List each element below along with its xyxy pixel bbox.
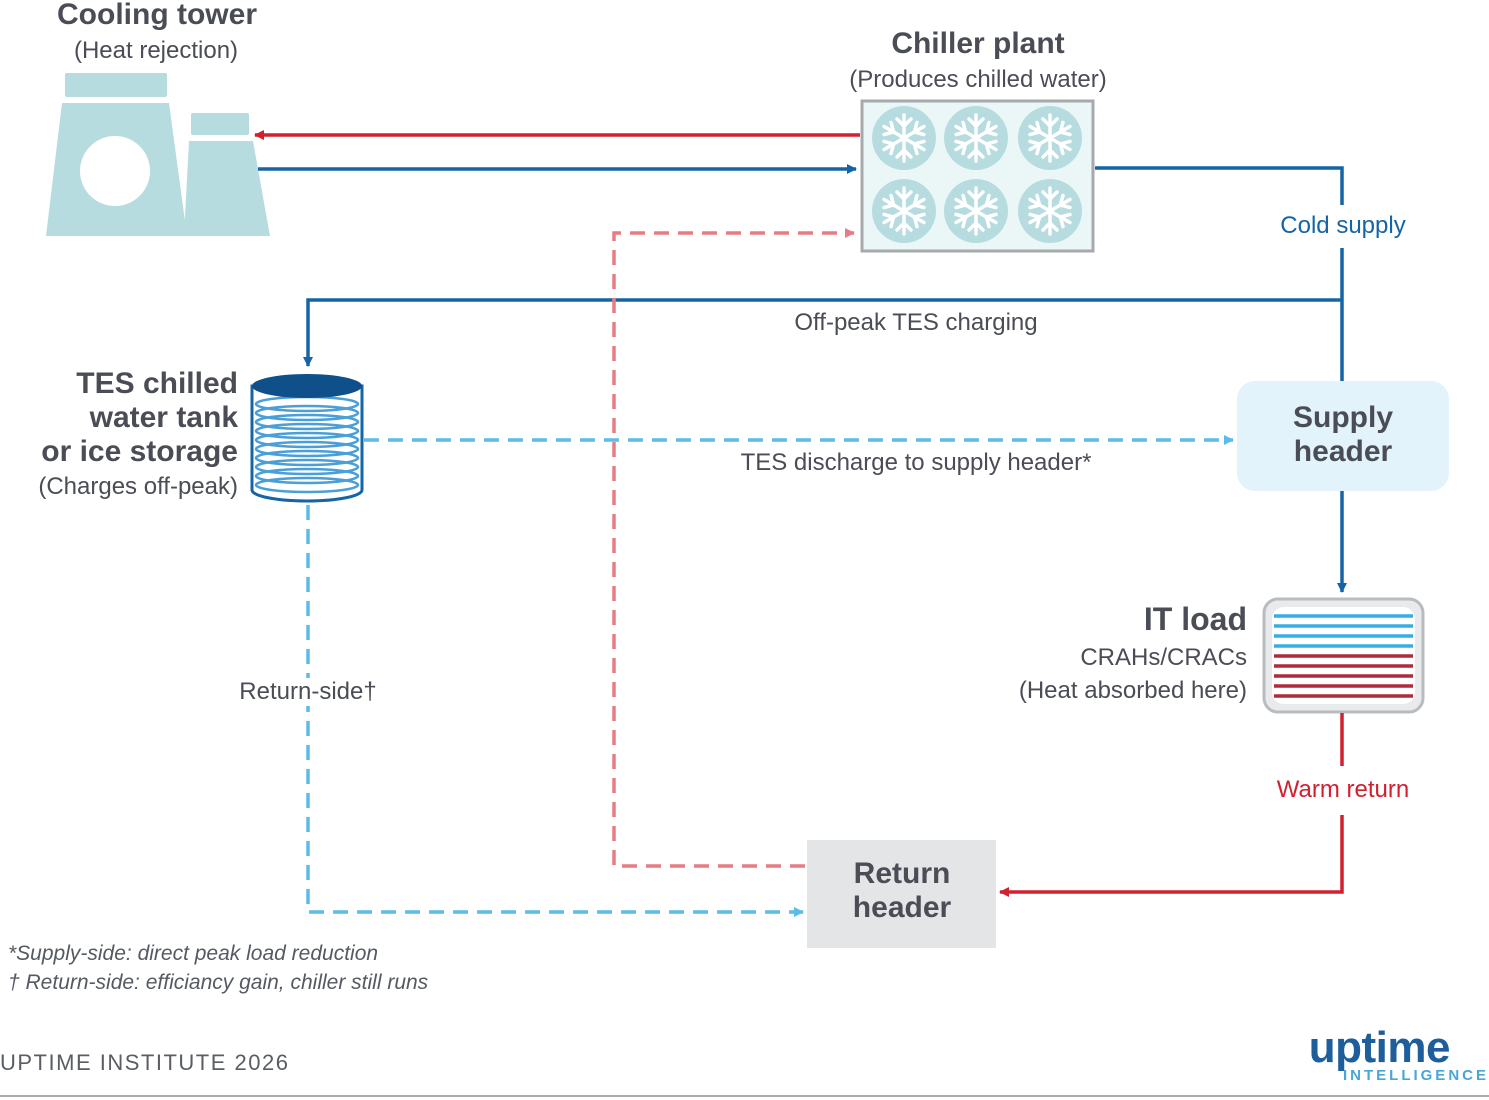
cooling-tower-subtitle: (Heat rejection) (73, 37, 239, 64)
it-load-icon (1262, 597, 1425, 714)
tes-tank-title-line-1: TES chilled (76, 367, 238, 400)
supply-header-line-2: header (1293, 435, 1393, 468)
footnote-supply-side: *Supply-side: direct peak load reduction (8, 942, 379, 965)
it-load-subtitle-line-1: CRAHs/CRACs (1080, 644, 1247, 671)
tes-tank-title-line-3: or ice storage (41, 435, 238, 468)
off-peak-charging-label: Off-peak TES charging (794, 309, 1038, 336)
supply-header-label: Supply header (1293, 401, 1393, 469)
warm-return-label: Warm return (1276, 776, 1410, 803)
cold-supply-line (1095, 166, 1344, 205)
tes-discharge-label: TES discharge to supply header* (740, 449, 1092, 476)
off-peak-charging-line (303, 298, 1342, 367)
it-load-subtitle-line-2: (Heat absorbed here) (1018, 677, 1247, 704)
return-to-chiller-dashed (612, 228, 855, 868)
supply-header-line-1: Supply (1292, 401, 1394, 434)
tes-tank-title-line-2: water tank (89, 401, 238, 434)
cooling-tower-icon (46, 73, 270, 236)
tes-tank-title: TES chilled water tank or ice storage (41, 367, 238, 469)
tes-tank-icon (250, 374, 364, 503)
chiller-plant-title: Chiller plant (891, 27, 1065, 60)
tes-return-side-line (306, 505, 804, 917)
return-header-line-2: header (852, 891, 952, 924)
return-header-label: Return header (853, 857, 951, 925)
footnote-return-side: † Return-side: efficiancy gain, chiller … (8, 971, 429, 994)
warm-return-line (999, 815, 1344, 897)
cooling-tower-title: Cooling tower (57, 0, 257, 31)
supply-header-box (1237, 381, 1449, 491)
it-load-subtitle: CRAHs/CRACs (Heat absorbed here) (1019, 641, 1247, 707)
uptime-logo-wordmark: uptime (1308, 1023, 1451, 1072)
cold-supply-label: Cold supply (1280, 212, 1406, 239)
return-side-label: Return-side† (235, 678, 381, 706)
it-load-title: IT load (1143, 601, 1247, 637)
return-header-box (807, 840, 996, 948)
uptime-logo-subtext: INTELLIGENCE (1342, 1067, 1489, 1084)
chiller-plant-subtitle: (Produces chilled water) (849, 66, 1107, 93)
credit-text: UPTIME INSTITUTE 2026 (0, 1050, 290, 1075)
return-header-line-1: Return (853, 857, 951, 890)
tes-tank-subtitle: (Charges off-peak) (38, 473, 238, 500)
chiller-plant-icon (860, 99, 1095, 253)
